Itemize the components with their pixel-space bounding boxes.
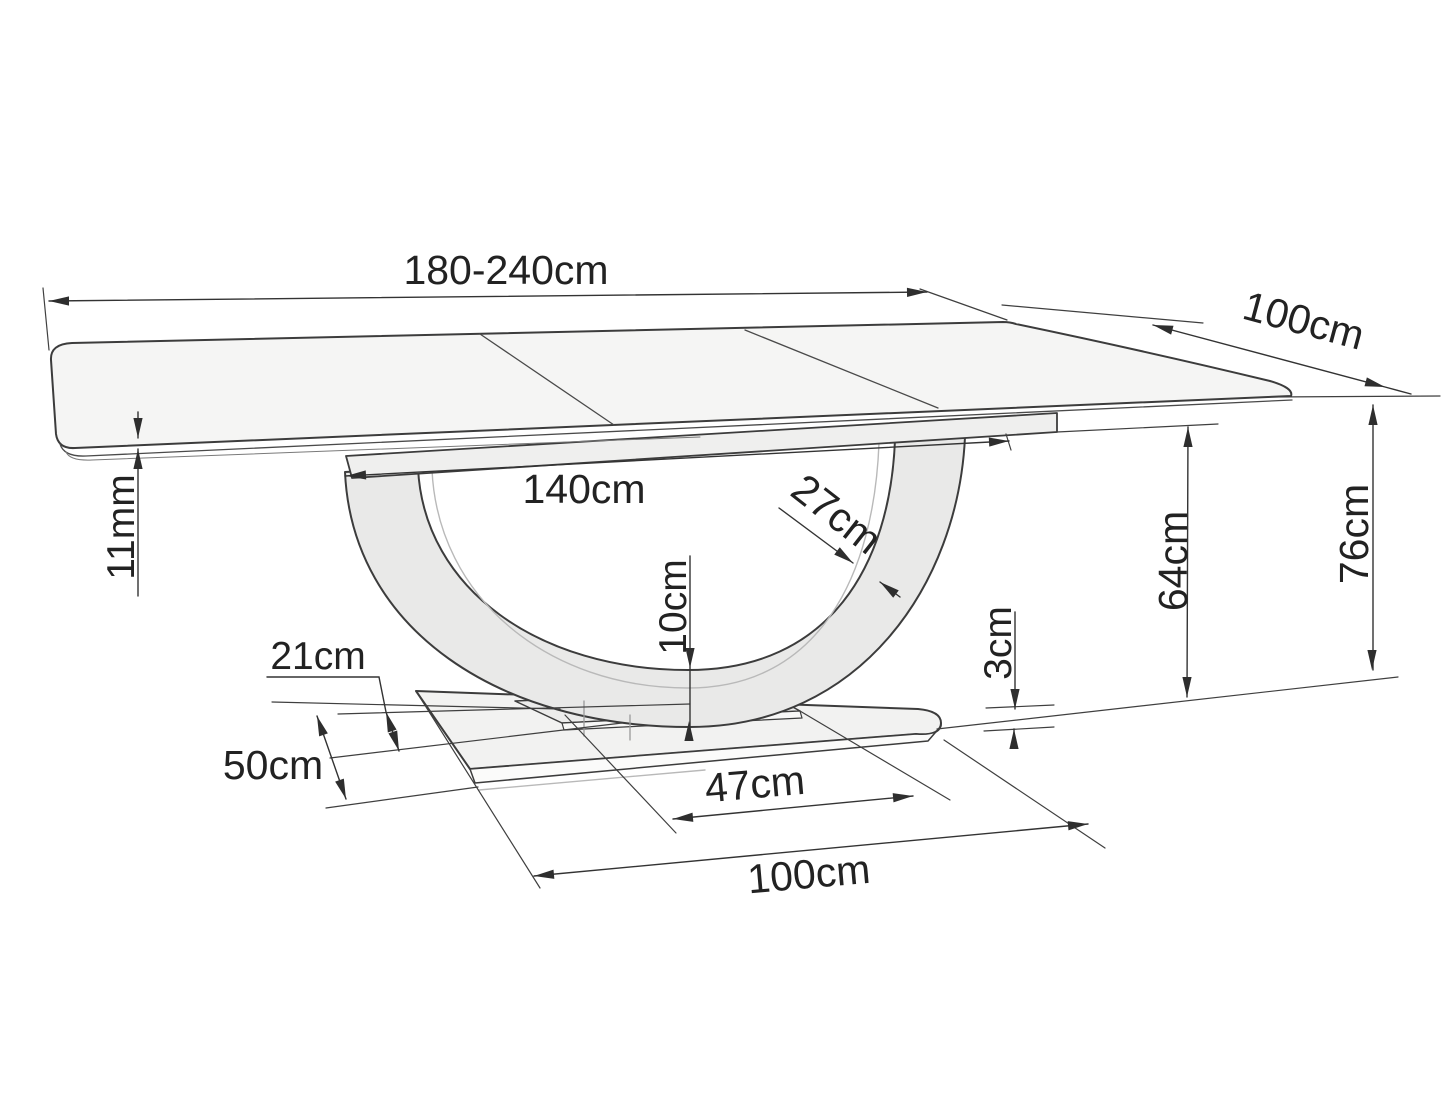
arrowhead-icon [388, 730, 399, 751]
arrowhead-icon [988, 437, 1009, 447]
arrowhead-icon [133, 449, 143, 469]
dim-line-frame-length [344, 440, 1010, 477]
arrowhead-icon [335, 778, 346, 799]
dim-label-base-depth: 50cm [223, 742, 323, 788]
arrowhead-icon [1183, 427, 1193, 447]
dim-label-base-overhang: 21cm [270, 635, 365, 678]
dimension-lines [48, 287, 1412, 879]
arrowhead-icon [1153, 325, 1174, 335]
arrowhead-icon [386, 712, 397, 733]
dim-label-total-height: 76cm [1331, 484, 1377, 584]
leaf-seam-left [479, 333, 615, 426]
dimension-labels: 180-240cm 100cm 11mm 140cm 27cm 10cm 64c… [100, 247, 1377, 902]
dim-line-base-top-length [672, 795, 914, 820]
arrowhead-icon [892, 793, 913, 803]
dim-line-frame-height [1186, 426, 1189, 698]
arrowhead-icon [834, 547, 853, 563]
arrowhead-icon [673, 812, 694, 822]
dim-label-leg-base-gap: 10cm [652, 559, 695, 654]
arrowhead-icon [1010, 689, 1020, 709]
arrowhead-icon [317, 716, 328, 737]
arrowhead-icon [684, 721, 694, 741]
dim-label-frame-length: 140cm [522, 466, 645, 512]
arrowhead-icon [133, 418, 143, 438]
arrowhead-icon [346, 470, 367, 480]
arrowhead-icon [49, 296, 69, 306]
dim-label-top-thickness: 11mm [100, 474, 143, 579]
table-top [49, 321, 1293, 461]
dim-line-base-overhang [266, 676, 400, 752]
arrowhead-icon [1367, 650, 1377, 670]
arch-leg [344, 436, 966, 741]
arrowhead-icon [1364, 377, 1385, 387]
extension-lines [42, 287, 1441, 889]
arrowhead-icon [685, 648, 695, 668]
dim-line-top-length [48, 291, 928, 302]
dim-label-frame-height: 64cm [1150, 511, 1196, 611]
arrowhead-icon [1009, 729, 1019, 749]
dim-label-base-length: 100cm [745, 846, 872, 903]
arrowhead-icon [1067, 821, 1088, 831]
arrowhead-icon [534, 869, 555, 879]
dim-label-top-length: 180-240cm [403, 247, 608, 293]
arrowhead-icon [880, 582, 899, 598]
dim-line-base-length [533, 823, 1089, 877]
dim-label-base-thickness: 3cm [977, 606, 1020, 680]
dimension-arrowheads [49, 287, 1385, 879]
leaf-seam-right [744, 329, 939, 409]
arrowhead-icon [906, 287, 927, 297]
dim-label-top-depth: 100cm [1238, 282, 1369, 358]
dim-label-base-top-length: 47cm [703, 757, 807, 812]
arrowhead-icon [1182, 677, 1192, 697]
arrowhead-icon [1368, 405, 1378, 425]
